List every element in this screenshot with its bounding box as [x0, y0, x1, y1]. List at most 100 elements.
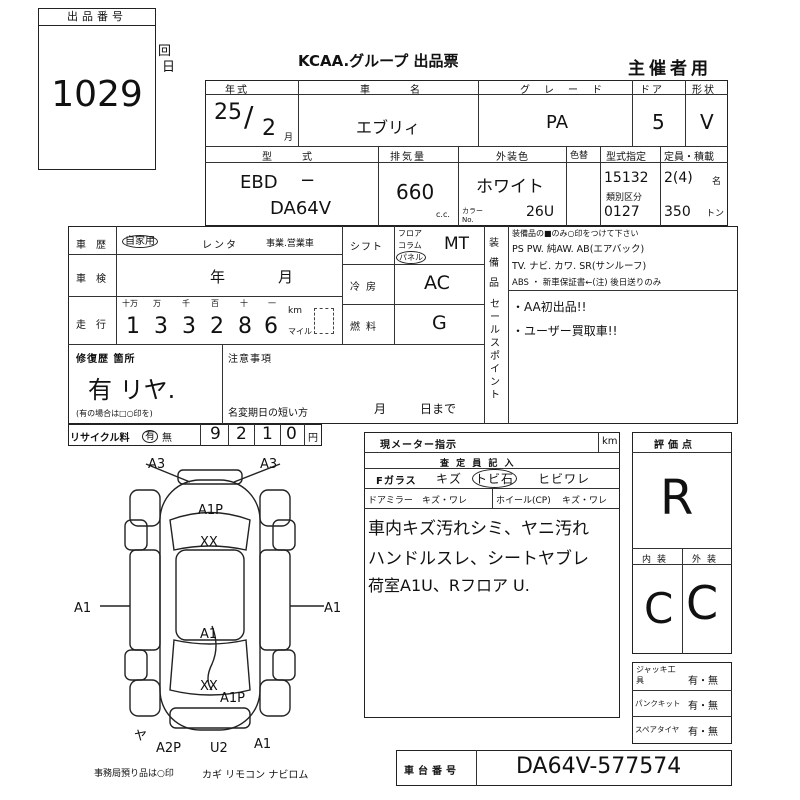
year-sep: /: [244, 100, 254, 133]
footer-items: カギ リモコン ナビロム: [202, 770, 309, 781]
mark-a3-right: A3: [260, 457, 277, 472]
chassis-box: [396, 750, 732, 786]
recycle-none[interactable]: 無: [162, 433, 174, 444]
shift-value: MT: [444, 234, 470, 254]
inspector-note-1: 車内キズ汚れシミ、ヤニ汚れ: [368, 519, 589, 539]
glass-value-1[interactable]: トビ石: [472, 469, 518, 488]
history-rental[interactable]: レンタ: [202, 240, 238, 251]
label-year: 年式: [225, 85, 249, 96]
shift-option-column[interactable]: コラム: [398, 241, 422, 250]
mark-a1p-front: A1P: [198, 503, 223, 518]
cc-unit: c.c.: [436, 210, 450, 219]
mileage-unit-3: 百: [211, 299, 219, 308]
recycle-label: リサイクル料: [70, 433, 130, 444]
mark-a3-left: A3: [148, 457, 165, 472]
month-value: 2: [262, 116, 276, 141]
mileage-unit-0: 十万: [122, 299, 138, 308]
mile-label: マイル: [288, 327, 312, 336]
history-table: [68, 226, 738, 424]
accessories-box: [632, 662, 732, 744]
date-fragment-1: 回: [158, 44, 172, 59]
accessory-spare-value[interactable]: 有・無: [688, 727, 718, 738]
shift-option-floor[interactable]: フロア: [398, 229, 422, 238]
seats-value: 2(4): [664, 170, 693, 186]
meter-km: km: [602, 436, 618, 447]
lot-number-label: 出品番号: [39, 9, 155, 26]
mileage-unit-4: 十: [240, 299, 248, 308]
grade-value: PA: [546, 112, 569, 133]
mark-a1-right: A1: [324, 601, 341, 616]
recycle-has-label: 有: [142, 430, 158, 443]
inspector-box: [364, 432, 620, 718]
exterior-grade: C: [686, 576, 719, 630]
chassis-label: 車台番号: [404, 766, 460, 777]
glass-value-2[interactable]: ヒビワレ: [538, 472, 591, 486]
remarks-label: 注意事項: [228, 354, 272, 365]
remarks-month: 月: [374, 402, 389, 416]
sales-point-2: ・ユーザー買取車!!: [512, 324, 618, 338]
recycle-yen: 円: [308, 433, 318, 444]
label-class: 類別区分: [606, 193, 643, 203]
mark-a1-bottom: A1: [254, 737, 271, 752]
equipment-note: 装備品の■のみ○印をつけて下さい: [512, 229, 639, 238]
recycle-digit-1: 2: [236, 424, 247, 444]
glass-label: Fガラス: [376, 476, 417, 487]
mark-xx-roof: XX: [200, 535, 218, 550]
accessory-jack-value[interactable]: 有・無: [688, 676, 718, 687]
label-color-change: 色替: [570, 151, 589, 161]
load-unit: トン: [706, 209, 725, 219]
doors-value: 5: [652, 110, 665, 134]
equipment-row-1: PS PW. 純AW. AB(エアバック): [512, 244, 645, 255]
mileage-digit-1: 3: [154, 314, 168, 339]
mileage-digit-2: 3: [182, 314, 196, 339]
car-damage-diagram: A3 A3 A1P XX A1 A1 A1 XX A1P ヤ A2P U2 A1: [74, 457, 341, 756]
footer-text: 事務局預り品は○印: [94, 769, 174, 779]
type-cert-no: 15132: [604, 170, 649, 186]
recycle-digit-3: 0: [286, 424, 297, 444]
remarks-day: 日まで: [420, 402, 457, 416]
label-inspection: 車検: [76, 274, 116, 285]
mark-a1p-rear: A1P: [220, 691, 245, 706]
mark-ya: ヤ: [134, 729, 147, 744]
exterior-label: 外装: [692, 555, 723, 565]
inspector-note-3: 荷室A1U、Rフロア U.: [368, 576, 530, 595]
mileage-check-box[interactable]: [314, 308, 334, 334]
interior-label: 内装: [642, 555, 673, 565]
mark-xx-rear: XX: [200, 679, 218, 694]
inspection-year: 年: [210, 268, 226, 286]
equipment-label: 装備品: [489, 238, 499, 289]
wheel-value[interactable]: キズ・ワレ: [562, 496, 608, 506]
inspector-note-2: ハンドルスレ、シートヤブレ: [368, 549, 589, 569]
date-fragment-2: 日: [162, 60, 176, 75]
history-private-label: 自家用: [122, 235, 158, 248]
month-unit: 月: [284, 133, 294, 143]
label-ac: 冷房: [350, 282, 382, 293]
label-displacement: 排気量: [390, 152, 426, 163]
grade-score: R: [660, 470, 694, 526]
mirror-value[interactable]: キズ・ワレ: [422, 496, 468, 506]
mileage-digit-4: 8: [238, 314, 252, 339]
accessory-puncture-value[interactable]: 有・無: [688, 701, 718, 712]
load-value: 350: [664, 204, 691, 220]
model-value: DA64V: [270, 198, 332, 219]
recycle-has[interactable]: 有: [142, 427, 158, 443]
repair-label: 修復歴 箇所: [76, 354, 136, 365]
label-name: 車名: [360, 85, 460, 96]
lot-number: 1029: [51, 74, 143, 115]
label-grade: グレード: [520, 85, 616, 96]
inspector-header: 査 定 員 記 入: [440, 459, 516, 469]
fuel-value: G: [432, 312, 447, 334]
car-name: エブリィ: [356, 118, 421, 137]
model-prefix: EBD: [240, 172, 278, 193]
history-private[interactable]: 自家用: [122, 232, 158, 248]
displacement-value: 660: [396, 180, 435, 204]
accessory-jack-label: ジャッキ工具: [636, 665, 676, 685]
km-label: km: [288, 306, 302, 316]
history-business[interactable]: 事業.営業車: [266, 239, 314, 249]
year-value: 25: [214, 100, 242, 125]
equipment-row-3: ABS ・ 新車保証書←(注) 後日送りのみ: [512, 278, 662, 288]
label-fuel: 燃料: [350, 322, 382, 333]
shift-option-panel[interactable]: パネル: [396, 251, 426, 264]
glass-value-0[interactable]: キズ: [436, 472, 463, 486]
label-mileage: 走行: [76, 320, 116, 331]
